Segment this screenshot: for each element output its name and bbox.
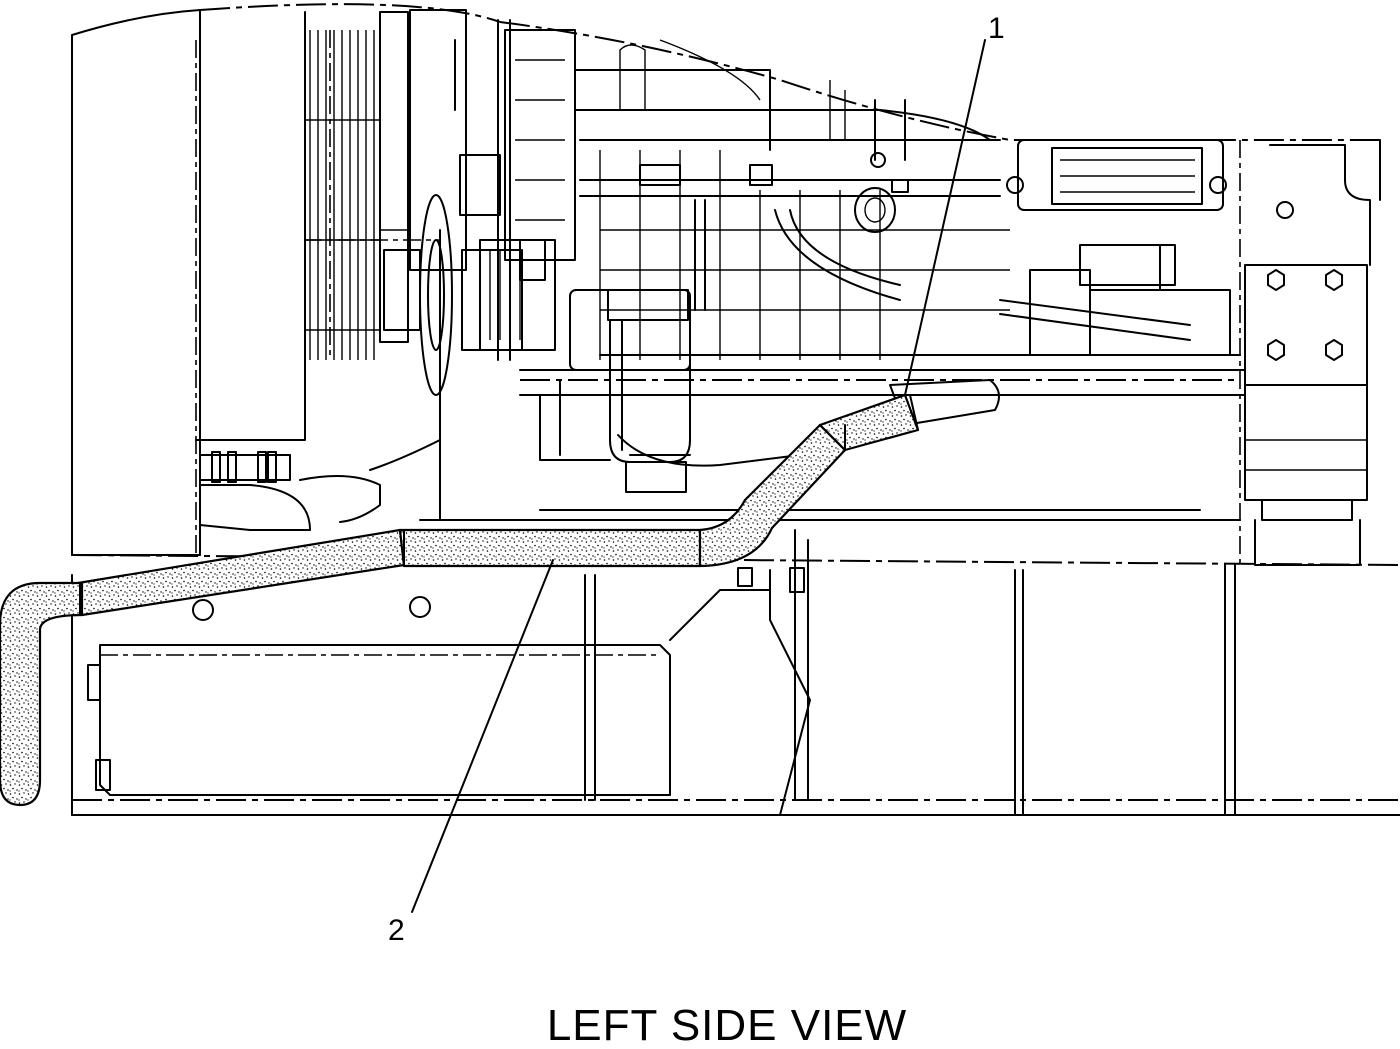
oil-filter-housing (854, 187, 896, 233)
callout-label-2: 2 (388, 914, 405, 947)
engine-mount-bracket (1239, 140, 1371, 566)
fuel-filter (569, 289, 801, 493)
engine-control-module (1006, 139, 1227, 211)
callout-label-1: 1 (988, 12, 1005, 45)
alternator (459, 154, 556, 351)
fuel-lines (579, 164, 1191, 341)
fuel-tank (539, 379, 611, 461)
lower-coolant-piping (199, 439, 441, 531)
radiator-housing (71, 3, 501, 556)
hood-outline (499, 21, 1381, 201)
fan-pulley-and-belt (409, 9, 467, 521)
leader-line-1 (904, 39, 986, 396)
view-title: LEFT SIDE VIEW (547, 1001, 907, 1049)
leader-line-2 (411, 559, 554, 913)
cooling-fan (304, 11, 440, 360)
starter-motor (1029, 244, 1231, 356)
coolant-hose (0, 393, 920, 807)
